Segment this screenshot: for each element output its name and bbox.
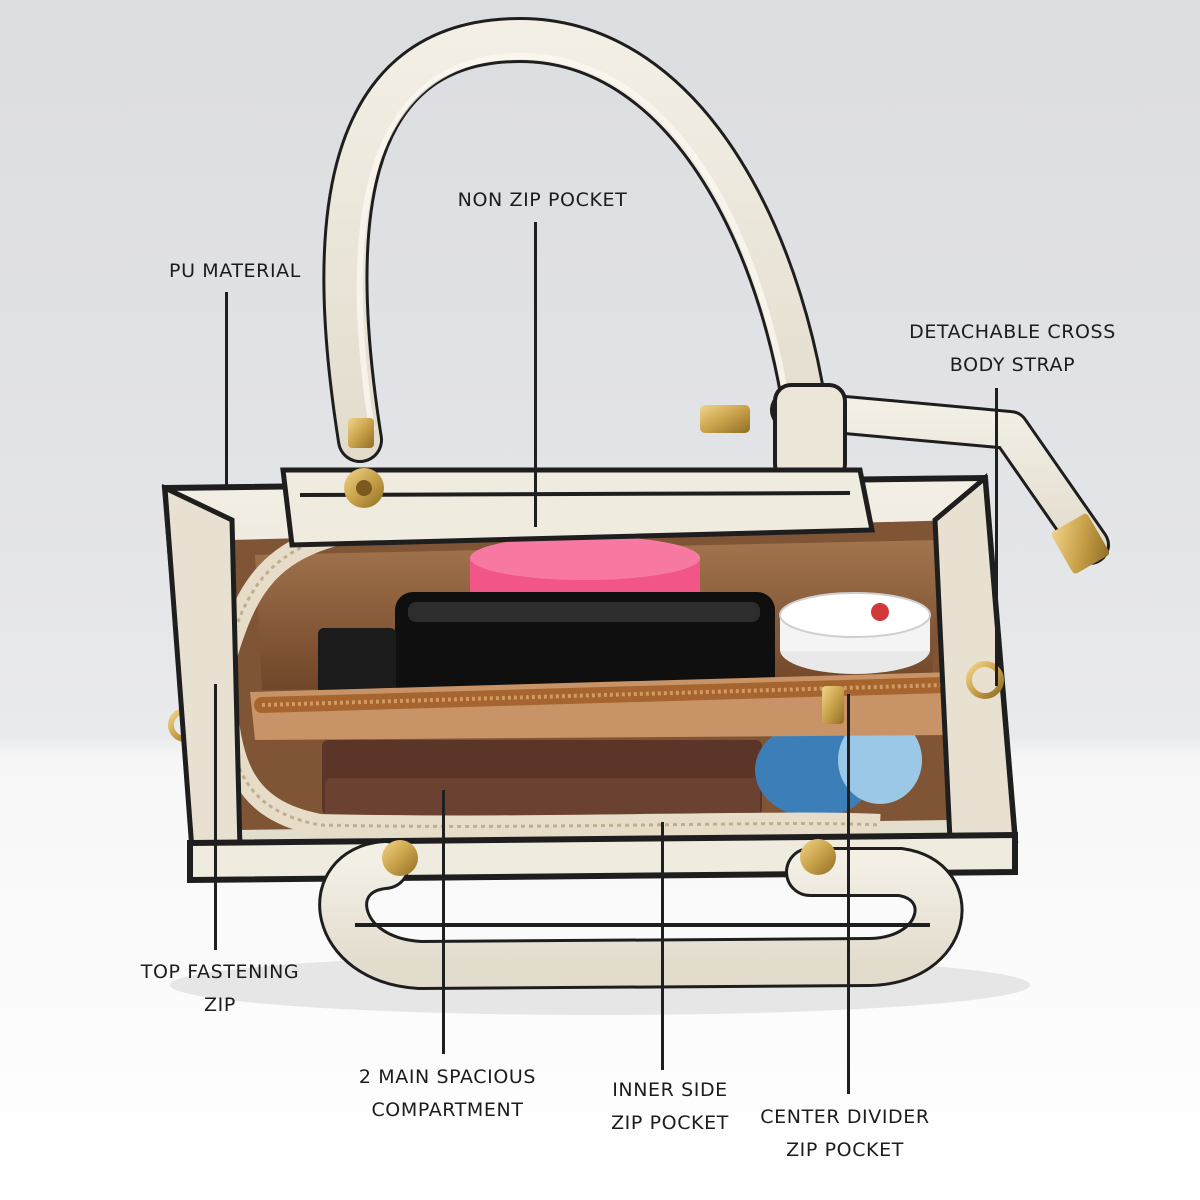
leader-top-zip: [214, 684, 217, 950]
gold-hardware: [344, 418, 1004, 876]
callout-text-line-1: DETACHABLE CROSS: [909, 321, 1116, 343]
callout-text-line-2: ZIP POCKET: [786, 1139, 904, 1161]
callout-pu-material: PU MATERIAL: [150, 255, 320, 288]
callout-text-line-2: ZIP POCKET: [611, 1112, 729, 1134]
leader-inner-side-pocket: [661, 822, 664, 1070]
callout-text-line-1: TOP FASTENING: [140, 961, 300, 983]
leader-main-compartment: [442, 790, 445, 1054]
callout-text-line-2: BODY STRAP: [949, 354, 1076, 376]
callout-main-compartment: 2 MAIN SPACIOUS COMPARTMENT: [340, 1061, 555, 1127]
back-handle: [322, 16, 833, 473]
callout-top-zip: TOP FASTENING ZIP: [120, 956, 320, 1022]
callout-text-line-1: 2 MAIN SPACIOUS: [358, 1066, 537, 1088]
callout-text: PU MATERIAL: [169, 260, 301, 282]
bag-contents: [318, 536, 931, 818]
callout-text-line-2: COMPARTMENT: [371, 1099, 524, 1121]
front-handle: [318, 840, 964, 991]
callout-text-line-1: CENTER DIVIDER: [760, 1106, 930, 1128]
callout-text: NON ZIP POCKET: [457, 189, 628, 211]
callout-inner-side-pocket: INNER SIDE ZIP POCKET: [590, 1074, 750, 1140]
leader-detachable-strap: [995, 388, 998, 686]
leader-non-zip-pocket: [534, 222, 537, 527]
callout-text-line-2: ZIP: [204, 994, 236, 1016]
non-zip-pocket: [280, 467, 876, 548]
leader-pu-material: [225, 292, 228, 490]
callout-non-zip-pocket: NON ZIP POCKET: [435, 184, 650, 217]
leader-center-divider-pocket: [847, 694, 850, 1094]
callout-text-line-1: INNER SIDE: [612, 1079, 728, 1101]
callout-center-divider-pocket: CENTER DIVIDER ZIP POCKET: [740, 1101, 950, 1167]
callout-detachable-strap: DETACHABLE CROSS BODY STRAP: [890, 316, 1135, 382]
left-gusset: [162, 483, 243, 853]
center-divider: [250, 672, 955, 740]
